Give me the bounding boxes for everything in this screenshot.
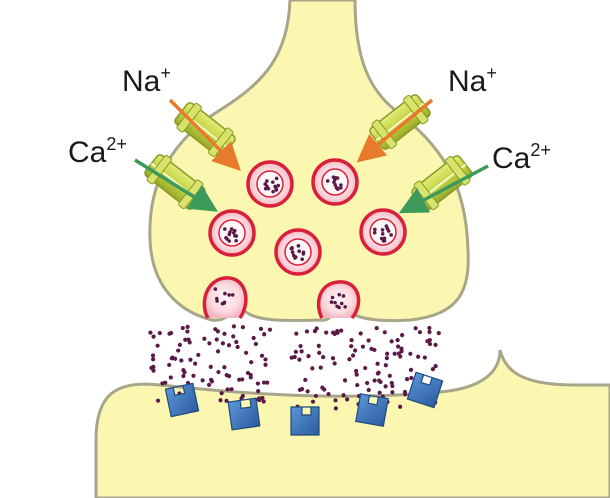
receptor-5: [406, 371, 444, 409]
postsynaptic-cell: [94, 349, 610, 498]
fusing-vesicle-left: [202, 276, 248, 319]
receptor-3: [290, 406, 320, 436]
ca-arrow-right: [398, 164, 489, 214]
receptor-1: [164, 382, 200, 418]
label-ca-left: Ca2+: [68, 134, 127, 169]
synaptic-vesicle: [208, 209, 256, 257]
synaptic-vesicle: [246, 160, 294, 208]
receptor-2: [227, 397, 261, 431]
synaptic-vesicle: [359, 208, 407, 256]
label-ca-right: Ca2+: [492, 140, 551, 175]
synaptic-vesicles: [208, 158, 407, 276]
receptor-4: [355, 393, 389, 427]
ca-arrow-left: [134, 158, 218, 212]
label-na-left: Na+: [122, 63, 171, 98]
synaptic-vesicle: [311, 158, 359, 206]
na-arrow-left: [168, 98, 241, 171]
synaptic-vesicle: [274, 228, 322, 276]
label-na-right: Na+: [448, 63, 497, 98]
na-arrow-right: [356, 98, 434, 163]
fusing-vesicle-right: [316, 280, 361, 320]
neurotransmitter-cloud-left: [148, 324, 273, 407]
